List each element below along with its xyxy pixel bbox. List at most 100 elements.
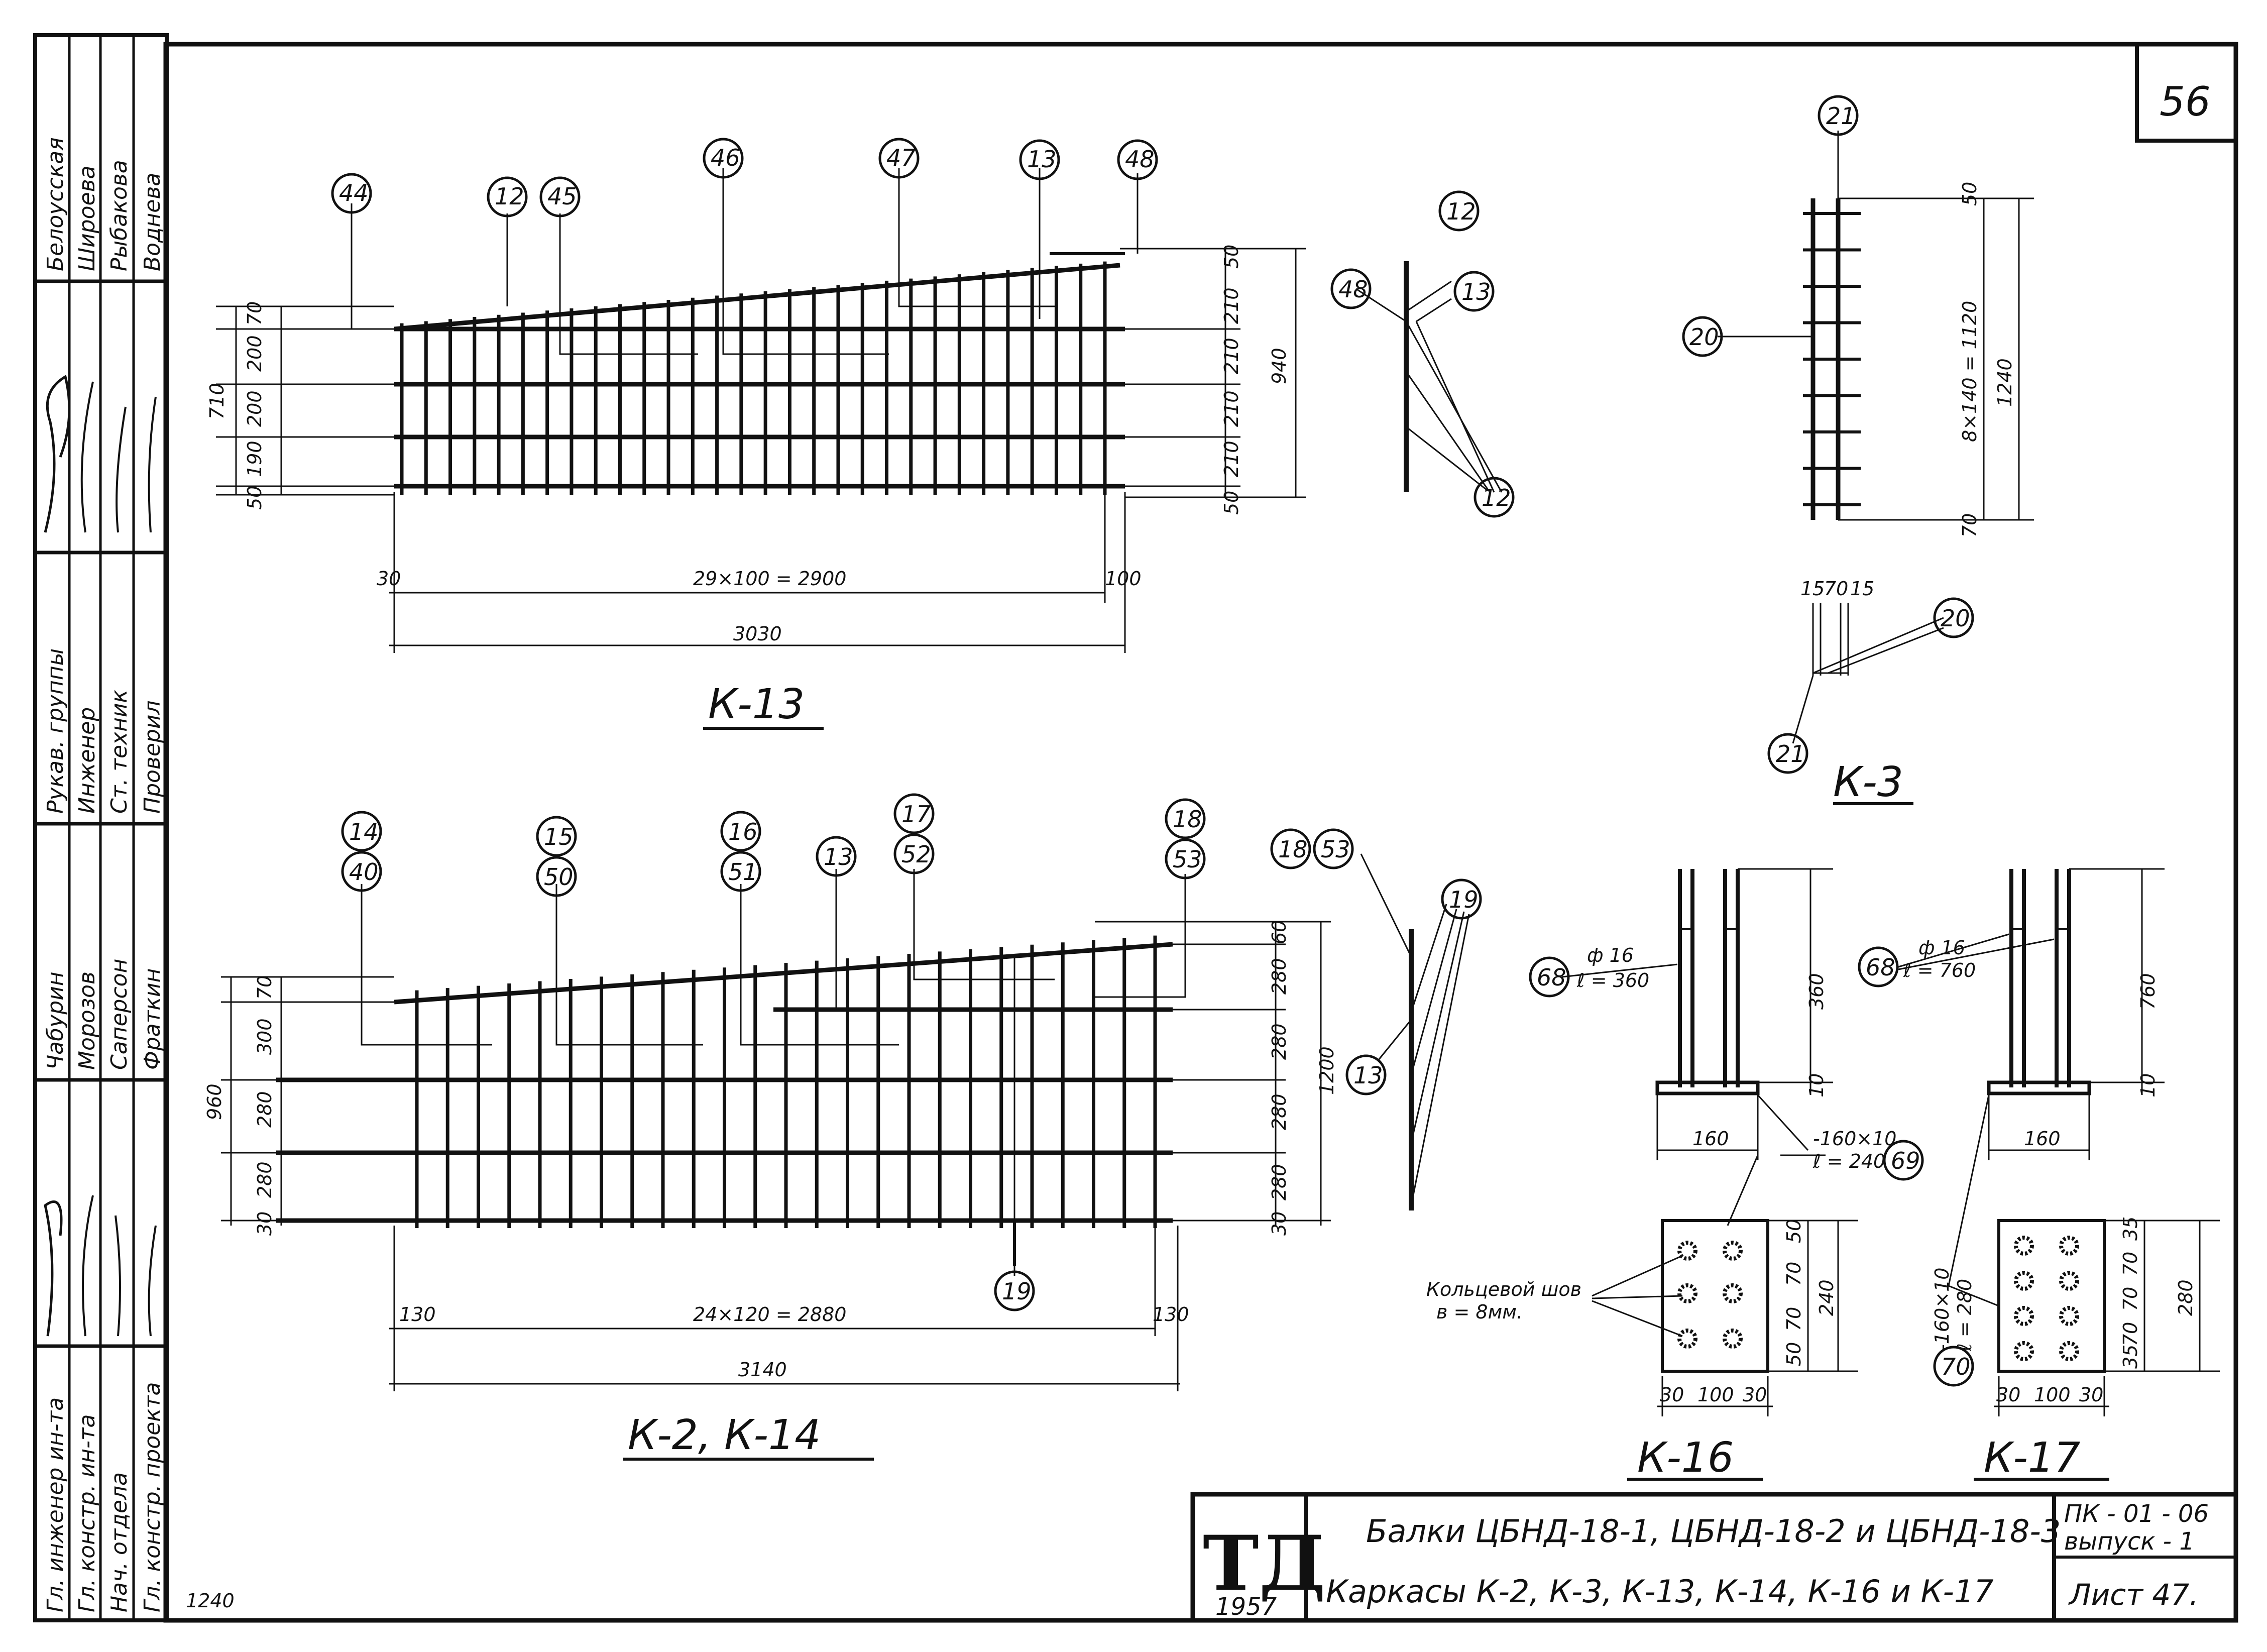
dim-label: 200 [244, 390, 266, 427]
signature [148, 1225, 157, 1337]
dim-label: 30 [1743, 1384, 1767, 1406]
callout-label: 68 [1537, 964, 1566, 991]
k16-weld-point [1677, 1241, 1697, 1261]
dim-label: 160 [2024, 1128, 2061, 1150]
callout-label: 13 [1461, 278, 1491, 305]
title-block [1190, 1492, 2238, 1623]
dim-line [216, 305, 394, 496]
corner-note: 1240 [186, 1590, 235, 1612]
dim-label: 35 [2119, 1217, 2141, 1241]
k17-plate: -160×10 [1931, 1268, 1953, 1351]
signature [115, 1215, 121, 1337]
stamp-name: Воднева [140, 173, 165, 271]
k13-labels: 70 200 200 190 50 710 210 50 210 210 210… [206, 245, 1290, 728]
callout-label: 68 [1866, 954, 1895, 981]
callout-label: 69 [1891, 1147, 1920, 1174]
k17-title: К-17 [1984, 1434, 2080, 1482]
leader [1718, 131, 1839, 338]
k17-rebar-length: ℓ = 760 [1903, 959, 1976, 981]
stamp-role: Гл. инженер ин-та [43, 1397, 68, 1612]
dim-label: 240 [1816, 1279, 1838, 1316]
k13-drawing [216, 168, 1306, 730]
k2-vertical-bars [415, 935, 1157, 1228]
dim-label: 300 [254, 1018, 276, 1055]
k3-drawing [1682, 95, 2034, 805]
stamp-name: Чабурин [43, 971, 68, 1070]
dim-label: 160 [1692, 1128, 1729, 1150]
dim-label: 280 [2175, 1279, 2197, 1316]
dim-label: 10 [1805, 1073, 1828, 1097]
dim-label: 280 [1268, 1164, 1290, 1200]
callout-label: 48 [1338, 276, 1368, 303]
k2-dim-labels: 70 300 280 280 30 960 60 280 280 280 280… [203, 920, 1338, 1459]
dim-label: 35 [2119, 1345, 2141, 1369]
dim-label: 280 [1268, 1093, 1290, 1130]
k13-vertical-bars [400, 261, 1107, 495]
k16-rebar: ф 16 [1587, 944, 1634, 966]
k13-title: К-13 [708, 681, 805, 728]
title-logo: ТД [1203, 1519, 1326, 1608]
sheet-number: 56 [2160, 78, 2211, 125]
dim-label: 130 [1153, 1303, 1189, 1326]
signature [44, 1200, 63, 1337]
dim-label: 210 [1220, 287, 1242, 324]
k16-weld-point [1677, 1283, 1697, 1303]
stamp-role: Нач. отдела [106, 1472, 132, 1612]
callout-label: 47 [886, 144, 916, 171]
dim-label: 70 [1783, 1262, 1805, 1286]
callout-label: 12 [1482, 484, 1511, 511]
k2-bar [394, 942, 1173, 1005]
stamp-name: Саперсон [106, 959, 132, 1070]
dim-label: 760 [2137, 973, 2159, 1010]
dim-label: 50 [1783, 1219, 1805, 1243]
dim-label: 70 [254, 975, 276, 1000]
callout-label: 20 [1689, 323, 1719, 351]
stamp-name: Белоусская [43, 137, 68, 271]
dim-label: 100 [1105, 568, 1142, 590]
k17-weld-point [2014, 1236, 2034, 1256]
dim-label: 3140 [738, 1359, 787, 1381]
stamp-role: Проверил [140, 700, 165, 814]
callout-label: 53 [1173, 846, 1202, 873]
stamp-role: Гл. констр. проекта [140, 1382, 165, 1612]
dim-label: 29×100 = 2900 [693, 568, 846, 590]
dim-label: 710 [206, 383, 228, 419]
dim-label: 70 [2119, 1287, 2141, 1311]
title-sheet: Лист 47. [2068, 1578, 2199, 1612]
dim-label: 3030 [733, 623, 782, 645]
signature [44, 375, 71, 533]
k16-rebar-length: ℓ = 360 [1576, 969, 1649, 992]
dim-label: 30 [377, 568, 401, 590]
callout-label: 50 [544, 863, 574, 891]
callout-label: 53 [1321, 836, 1350, 863]
k17-weld-point [2014, 1306, 2034, 1326]
callout-label: 70 [1941, 1353, 1971, 1380]
dim-label: 280 [1268, 1023, 1290, 1060]
dim-label: 15 [1850, 578, 1874, 600]
callout-label: 17 [901, 801, 931, 828]
callout-label: 15 [544, 823, 574, 850]
dim-label: 30 [1996, 1384, 2020, 1406]
k2-side-section [1270, 828, 1482, 1210]
callout-label: 16 [728, 818, 758, 845]
dim-label: 50 [1783, 1342, 1805, 1366]
dim-label: 70 [2119, 1252, 2141, 1276]
title-line2: Каркасы К-2, К-3, К-13, К-14, К-16 и К-1… [1326, 1573, 1994, 1610]
k16-title: К-16 [1637, 1434, 1734, 1482]
k17-weld-point [2014, 1271, 2034, 1291]
dim-label: 210 [1220, 390, 1242, 427]
k17-weld-point [2059, 1306, 2079, 1326]
dim-line [1095, 921, 1331, 1226]
callout-label: 21 [1776, 740, 1805, 767]
callout-label: 14 [349, 818, 379, 845]
signature [82, 1195, 94, 1337]
k16-weld-point [1677, 1329, 1697, 1349]
callout-label: 12 [1446, 198, 1476, 225]
signature [80, 381, 94, 533]
stamp-role: Ст. техник [106, 690, 132, 814]
k16-weld-points [1677, 1241, 1743, 1349]
title-line1: Балки ЦБНД-18-1, ЦБНД-18-2 и ЦБНД-18-3 [1366, 1513, 2061, 1550]
callout-label: 18 [1173, 806, 1202, 833]
dim-label: 70 [244, 301, 266, 325]
